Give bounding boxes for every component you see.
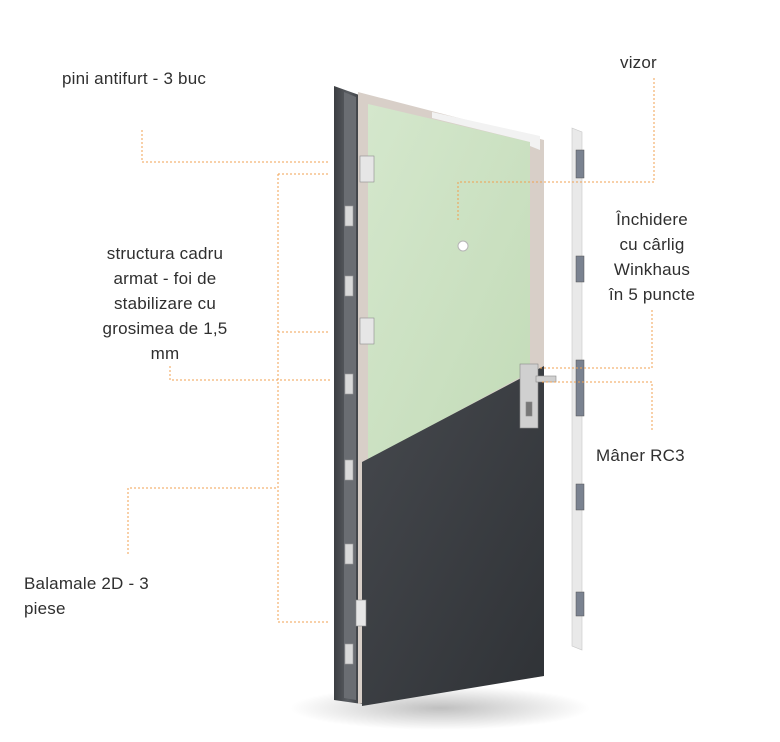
viewer-dot xyxy=(457,240,469,252)
label-maner: Mâner RC3 xyxy=(596,446,685,465)
label-balamale-line: piese xyxy=(24,599,66,618)
label-structura-line: stabilizare cu xyxy=(113,294,216,313)
frame-inner-edge xyxy=(344,92,356,700)
handle xyxy=(519,363,557,429)
label-structura-line: structura cadru xyxy=(106,244,224,263)
label-pini-antifurt: pini antifurt - 3 buc xyxy=(62,69,207,88)
label-structura-line: armat - foi de xyxy=(113,269,217,288)
label-inchidere-line: Închidere xyxy=(616,210,688,229)
label-inchidere-line: Winkhaus xyxy=(613,260,691,279)
label-inchidere-line: cu cârlig xyxy=(619,235,685,254)
label-balamale-line: Balamale 2D - 3 xyxy=(24,574,149,593)
label-vizor: vizor xyxy=(620,53,657,72)
leader-lines xyxy=(127,78,655,623)
label-structura-line: mm xyxy=(150,344,180,363)
leaf-hinges xyxy=(355,155,375,627)
label-structura-cadru: structura cadru armat - foi de stabiliza… xyxy=(90,241,240,366)
label-structura-line: grosimea de 1,5 xyxy=(102,319,228,338)
insulation-layer xyxy=(368,104,530,460)
label-inchidere: Închidere cu cârlig Winkhaus în 5 puncte xyxy=(588,207,716,307)
steel-sheet-top xyxy=(432,112,540,150)
label-balamale: Balamale 2D - 3 piese xyxy=(24,571,194,621)
outer-panel xyxy=(362,366,544,706)
frame-keeps xyxy=(344,205,354,665)
label-inchidere-line: în 5 puncte xyxy=(608,285,696,304)
lock-points xyxy=(575,149,585,617)
